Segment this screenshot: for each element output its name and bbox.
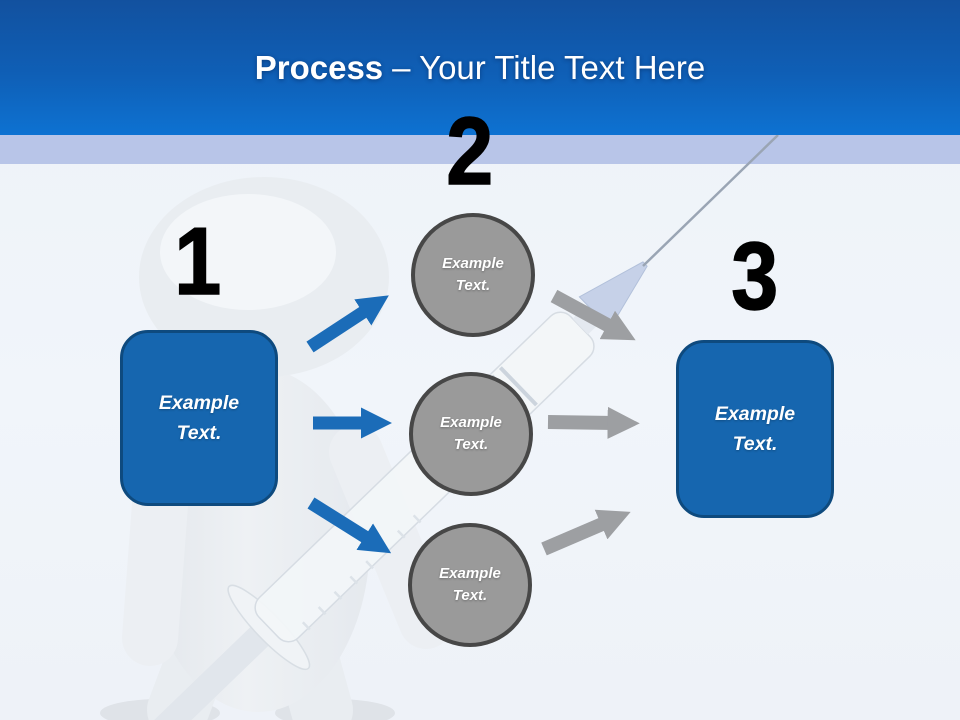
step-number-2: 2 <box>415 98 525 205</box>
arrow-blue-bottom <box>307 497 392 554</box>
step2-circle-top: Example Text. <box>411 213 535 337</box>
arrow-gray-bottom <box>541 509 631 556</box>
step3-example-box: Example Text. <box>676 340 834 518</box>
accent-band <box>0 135 960 164</box>
step-number-1-text: 1 <box>174 208 222 315</box>
step-number-2-text: 2 <box>446 98 494 205</box>
step2-circle-middle: Example Text. <box>409 372 533 496</box>
step2-circle-bottom: Example Text. <box>408 523 532 647</box>
arrow-gray-top <box>550 289 636 341</box>
syringe-plunger <box>139 619 277 720</box>
page-title: Process– Your Title Text Here <box>0 49 960 86</box>
step-number-1: 1 <box>143 208 253 315</box>
step3-example-label: Example Text. <box>714 402 796 455</box>
step1-example-label: Example Text. <box>158 391 240 444</box>
header-bar: Process– Your Title Text Here <box>0 0 960 135</box>
step2-circle-top-label: Example Text. <box>442 254 504 295</box>
arrow-gray-middle <box>547 406 640 440</box>
title-keyword: Process <box>254 49 384 86</box>
person-leg <box>269 599 353 720</box>
arrow-blue-top <box>306 295 389 353</box>
syringe-cone <box>578 261 648 330</box>
step2-circle-middle-label: Example Text. <box>440 413 502 454</box>
step1-example-box: Example Text. <box>120 330 278 506</box>
step-number-3: 3 <box>700 223 810 330</box>
step-number-3-text: 3 <box>731 223 779 330</box>
step2-circle-bottom-label: Example Text. <box>439 564 501 605</box>
foot-shadow <box>275 699 395 720</box>
foot-shadow <box>100 699 220 720</box>
syringe-flange <box>227 584 311 671</box>
syringe-graduations <box>301 514 422 631</box>
syringe-hub <box>572 304 603 335</box>
person-leg <box>147 599 239 720</box>
title-text: – Your Title Text Here <box>392 49 706 86</box>
